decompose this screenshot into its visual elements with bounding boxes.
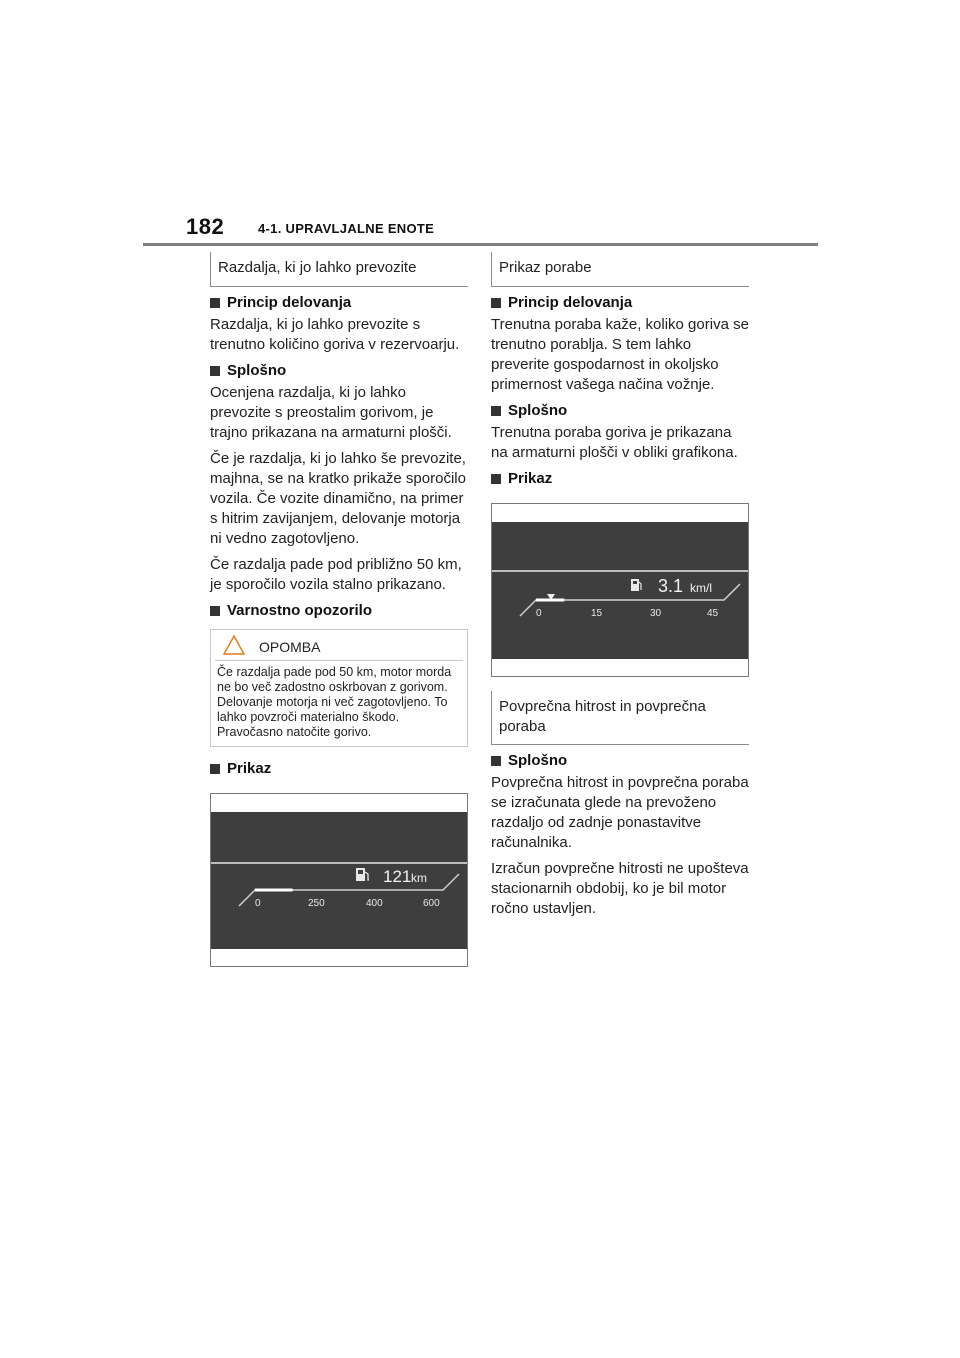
subheading-label: Splošno xyxy=(508,402,568,419)
bullet-square-icon xyxy=(210,366,220,376)
note-box: OPOMBA Če razdalja pade pod 50 km, motor… xyxy=(210,629,468,747)
section-title: 4-1. UPRAVLJALNE ENOTE xyxy=(258,221,435,236)
subheading-label: Prikaz xyxy=(508,470,553,487)
paragraph: Trenutna poraba kaže, koliko goriva se t… xyxy=(491,316,749,393)
range-value: 121 xyxy=(383,867,411,886)
consumption-display-figure: 3.1 km/l 0 15 30 45 xyxy=(491,503,749,677)
range-title-box: Razdalja, ki jo lahko prevozite xyxy=(210,252,468,287)
warning-triangle-icon xyxy=(222,634,246,660)
subheading: Splošno xyxy=(491,751,749,771)
subheading-label: Princip delovanja xyxy=(508,294,633,311)
subheading: Prikaz xyxy=(210,759,468,779)
fuel-pump-icon xyxy=(356,868,369,881)
paragraph: Ocenjena razdalja, ki jo lahko prevozite… xyxy=(210,384,452,441)
fuel-pump-icon xyxy=(631,579,642,591)
consumption-tick-label: 30 xyxy=(650,608,662,619)
bullet-square-icon xyxy=(210,764,220,774)
note-text: Če razdalja pade pod 50 km, motor morda … xyxy=(217,665,452,739)
note-title: OPOMBA xyxy=(259,639,321,655)
bullet-square-icon xyxy=(491,474,501,484)
range-unit: km xyxy=(411,871,427,885)
range-tick-label: 0 xyxy=(255,898,261,909)
subheading-label: Splošno xyxy=(227,362,287,379)
range-display-figure: 121 km 0 250 400 600 xyxy=(210,793,468,967)
bullet-square-icon xyxy=(491,756,501,766)
note-header: OPOMBA xyxy=(215,634,463,661)
subheading: Princip delovanja xyxy=(210,293,468,313)
consumption-tick-label: 45 xyxy=(707,608,719,619)
page-number: 182 xyxy=(186,214,225,239)
bullet-square-icon xyxy=(491,406,501,416)
paragraph: Razdalja, ki jo lahko prevozite s trenut… xyxy=(210,316,460,353)
subheading: Prikaz xyxy=(491,469,749,489)
subheading: Princip delovanja xyxy=(491,293,749,313)
subheading-label: Varnostno opozorilo xyxy=(227,602,372,619)
subheading-label: Splošno xyxy=(508,752,568,769)
bullet-square-icon xyxy=(491,298,501,308)
paragraph: Povprečna hitrost in povprečna poraba se… xyxy=(491,774,749,851)
consumption-title-box: Prikaz porabe xyxy=(491,252,749,287)
range-tick-label: 250 xyxy=(308,898,325,909)
bullet-square-icon xyxy=(210,298,220,308)
consumption-display: 3.1 km/l 0 15 30 45 xyxy=(492,522,748,659)
right-column: Prikaz porabe Princip delovanja Trenutna… xyxy=(491,252,749,925)
paragraph: Izračun povprečne hitrosti ne upošteva s… xyxy=(491,860,749,917)
paragraph: Če razdalja pade pod približno 50 km, je… xyxy=(210,556,462,593)
paragraph: Trenutna poraba goriva je prikazana na a… xyxy=(491,424,738,461)
range-tick-label: 600 xyxy=(423,898,440,909)
average-title-box: Povprečna hitrost in povprečna poraba xyxy=(491,691,749,745)
subheading: Splošno xyxy=(210,361,468,381)
consumption-tick-label: 0 xyxy=(536,608,542,619)
bullet-square-icon xyxy=(210,606,220,616)
subheading-label: Prikaz xyxy=(227,760,272,777)
header-rule xyxy=(143,243,818,246)
paragraph: Če je razdalja, ki jo lahko še prevozite… xyxy=(210,450,466,547)
consumption-value: 3.1 xyxy=(658,576,683,596)
subheading: Splošno xyxy=(491,401,749,421)
range-tick-label: 400 xyxy=(366,898,383,909)
subheading-label: Princip delovanja xyxy=(227,294,352,311)
consumption-marker-icon xyxy=(547,594,555,600)
subheading: Varnostno opozorilo xyxy=(210,601,468,621)
left-column: Razdalja, ki jo lahko prevozite Princip … xyxy=(210,252,468,967)
consumption-unit: km/l xyxy=(690,581,712,595)
consumption-tick-label: 15 xyxy=(591,608,603,619)
range-display: 121 km 0 250 400 600 xyxy=(211,812,467,949)
